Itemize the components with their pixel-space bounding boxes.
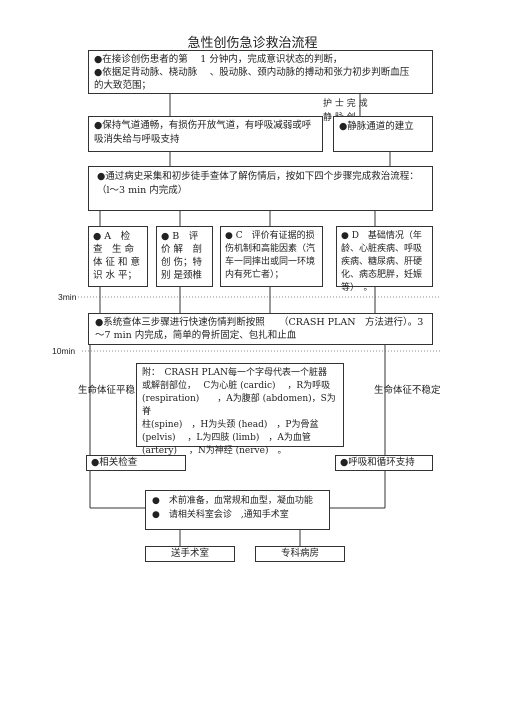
vitals-stable-label: 生命体征平稳 [78, 385, 136, 396]
initial-line-3: 的大致范围； [94, 80, 152, 91]
page-title: 急性创伤急诊救治流程 [187, 36, 318, 51]
crash-plan-note-box: 附： CRASH PLAN每一个字母代表一个脏器 或解剖部位， C为心脏 (ca… [136, 363, 344, 456]
time-marker-3min: 3min [58, 292, 77, 302]
step-d-box: ● D 基础情况（年龄、心脏疾病、呼吸疾病、糖尿病、肝硬化、病态肥胖，妊娠等） … [336, 226, 433, 293]
step-b-box: ● B 评 价 解 剖 创 伤；特 别 是颈椎 [156, 226, 213, 287]
related-tests-box: ●相关检查 [86, 455, 186, 471]
airway-box: ●保持气道通畅，有损伤开放气道，有呼吸减弱或呼吸消失给与呼吸支持 [88, 116, 323, 152]
note-line-5: (pelvis) ，L为四肢 (limb) ，A为血管 [142, 433, 311, 443]
initial-line-2: ●依据足背动脉、桡动脉 、股动脉、颈内动脉的搏动和张力初步判断血压 [94, 67, 410, 78]
preop-prep-box: ● 术前准备，血常规和血型，凝血功能 ● 请相关科室会诊 ,通知手术室 [145, 490, 330, 530]
prep-line-1: ● 术前准备，血常规和血型，凝血功能 [152, 496, 313, 506]
step-a-box: ● A 检 查 生 命 体 征 和 意 识 水 平； [88, 226, 148, 287]
initial-assessment-box: ●在接诊创伤患者的第 1 分钟内，完成意识状态的判断， ●依据足背动脉、桡动脉 … [88, 50, 433, 94]
vitals-unstable-label: 生命体征不稳定 [374, 385, 441, 396]
time-marker-10min: 10min [52, 346, 76, 356]
history-exam-box: ●通过病史采集和初步徒手查体了解伤情后，按如下四个步骤完成救治流程：（l～3 m… [88, 166, 433, 211]
note-line-2: 或解剖部位， C为心脏 (cardic) ，R为呼吸 [142, 381, 331, 391]
respiratory-circulatory-support-box: ●呼吸和循环支持 [335, 455, 433, 471]
note-line-3: (respiration) ，A为腹部 (abdomen)，S为脊 [142, 394, 336, 417]
note-line-1: 附： CRASH PLAN每一个字母代表一个脏器 [142, 368, 327, 378]
note-line-4: 柱(spine) ，H为头颈 (head) ，P为骨盆 [142, 420, 319, 430]
note-line-6: (artery) ，N为神经 (nerve) 。 [142, 446, 287, 456]
step-c-box: ● C 评价有证据的损伤机制和高能因素（汽车一同摔出或同一环境内有死亡者）； [220, 226, 323, 287]
crash-plan-exam-box: ●系统查体三步骤进行快速伤情判断按照 （CRASH PLAN 方法进行）。3～7… [88, 313, 433, 345]
initial-line-1: ●在接诊创伤患者的第 1 分钟内，完成意识状态的判断， [94, 54, 343, 65]
iv-access-box: ●静脉通道的建立 [333, 116, 433, 152]
operating-room-box: 送手术室 [145, 546, 235, 562]
specialty-ward-box: 专科病房 [255, 546, 345, 562]
prep-line-2: ● 请相关科室会诊 ,通知手术室 [152, 510, 289, 520]
